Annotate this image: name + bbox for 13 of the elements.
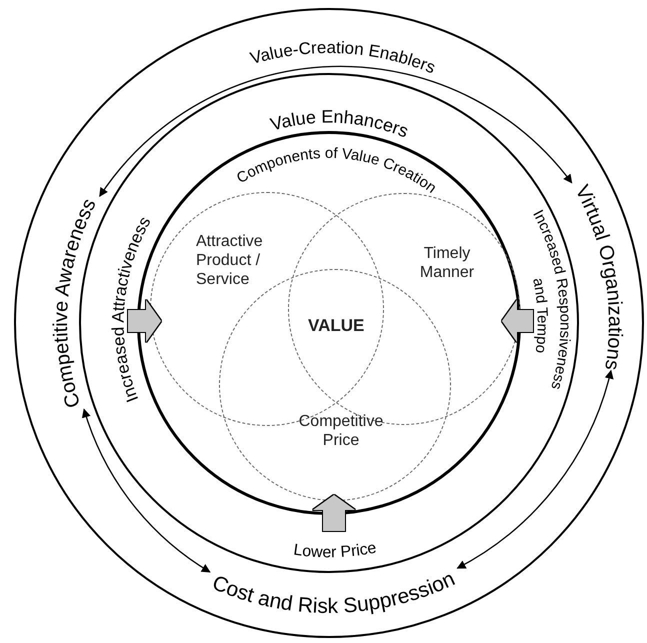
curved-arrow	[99, 66, 572, 197]
block-arrow	[502, 300, 533, 342]
curved-arrow	[456, 370, 613, 569]
circle-label: Attractive Product / Service	[196, 232, 264, 289]
block-arrow	[313, 495, 355, 531]
curved-arrow	[82, 408, 211, 573]
center-label: VALUE	[308, 316, 364, 334]
ring-heading: Value Enhancers	[268, 106, 412, 142]
ring-heading: Value-Creation Enablers	[248, 38, 438, 78]
curved-label: Lower Price	[292, 540, 378, 562]
circle-label: Timely Manner	[418, 244, 476, 282]
ring	[14, 8, 644, 638]
circle-label: Competitive Price	[298, 412, 384, 450]
